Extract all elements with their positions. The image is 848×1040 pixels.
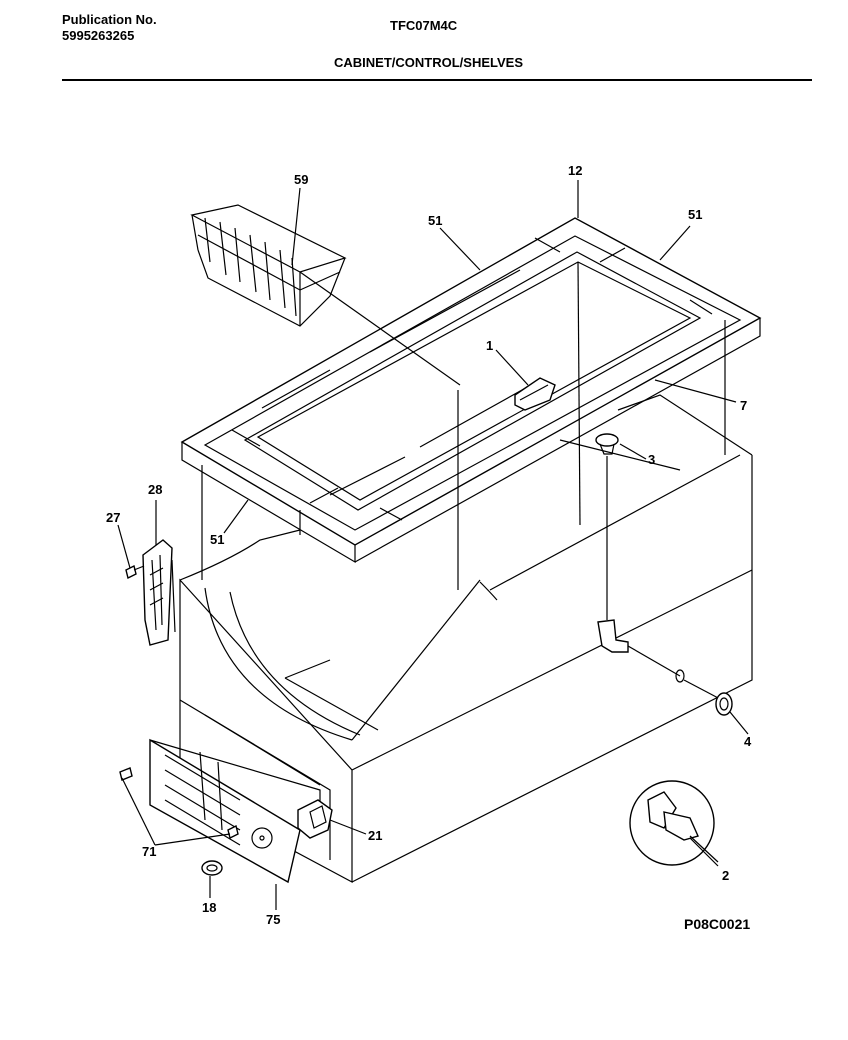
callout-71: 71: [142, 844, 156, 859]
callout-59: 59: [294, 172, 308, 187]
callout-2: 2: [722, 868, 729, 883]
callout-75: 75: [266, 912, 280, 927]
grille-screws-part: [119, 767, 239, 840]
drain-plug-part: [715, 692, 733, 716]
callout-21: 21: [368, 828, 382, 843]
grille-part: [149, 714, 321, 884]
callout-1: 1: [486, 338, 493, 353]
basket-part: [190, 204, 461, 386]
section-title: CABINET/CONTROL/SHELVES: [334, 55, 523, 70]
model-number: TFC07M4C: [390, 18, 458, 33]
callout-12: 12: [568, 163, 582, 178]
callout-3: 3: [648, 452, 655, 467]
drain-part: [595, 433, 723, 701]
callout-4: 4: [744, 734, 752, 749]
fitting-detail: [629, 780, 719, 866]
publication-label: Publication No.: [62, 12, 157, 27]
hinge-part: [142, 539, 176, 646]
knob-part: [201, 860, 223, 876]
leader-lines: [117, 180, 749, 910]
callout-28: 28: [148, 482, 162, 497]
callout-27: 27: [106, 510, 120, 525]
reference-code: P08C0021: [684, 916, 751, 932]
control-part: [297, 799, 333, 839]
callout-51-left: 51: [210, 532, 224, 547]
callout-51-right: 51: [688, 207, 702, 222]
lock-part: [514, 377, 556, 411]
hinge-screw-part: [125, 564, 145, 580]
publication-number: 5995263265: [62, 28, 135, 43]
header-rule: [62, 79, 812, 81]
lid-assembly: [180, 217, 762, 590]
callout-18: 18: [202, 900, 216, 915]
callout-7: 7: [740, 398, 747, 413]
callout-51-top: 51: [428, 213, 442, 228]
